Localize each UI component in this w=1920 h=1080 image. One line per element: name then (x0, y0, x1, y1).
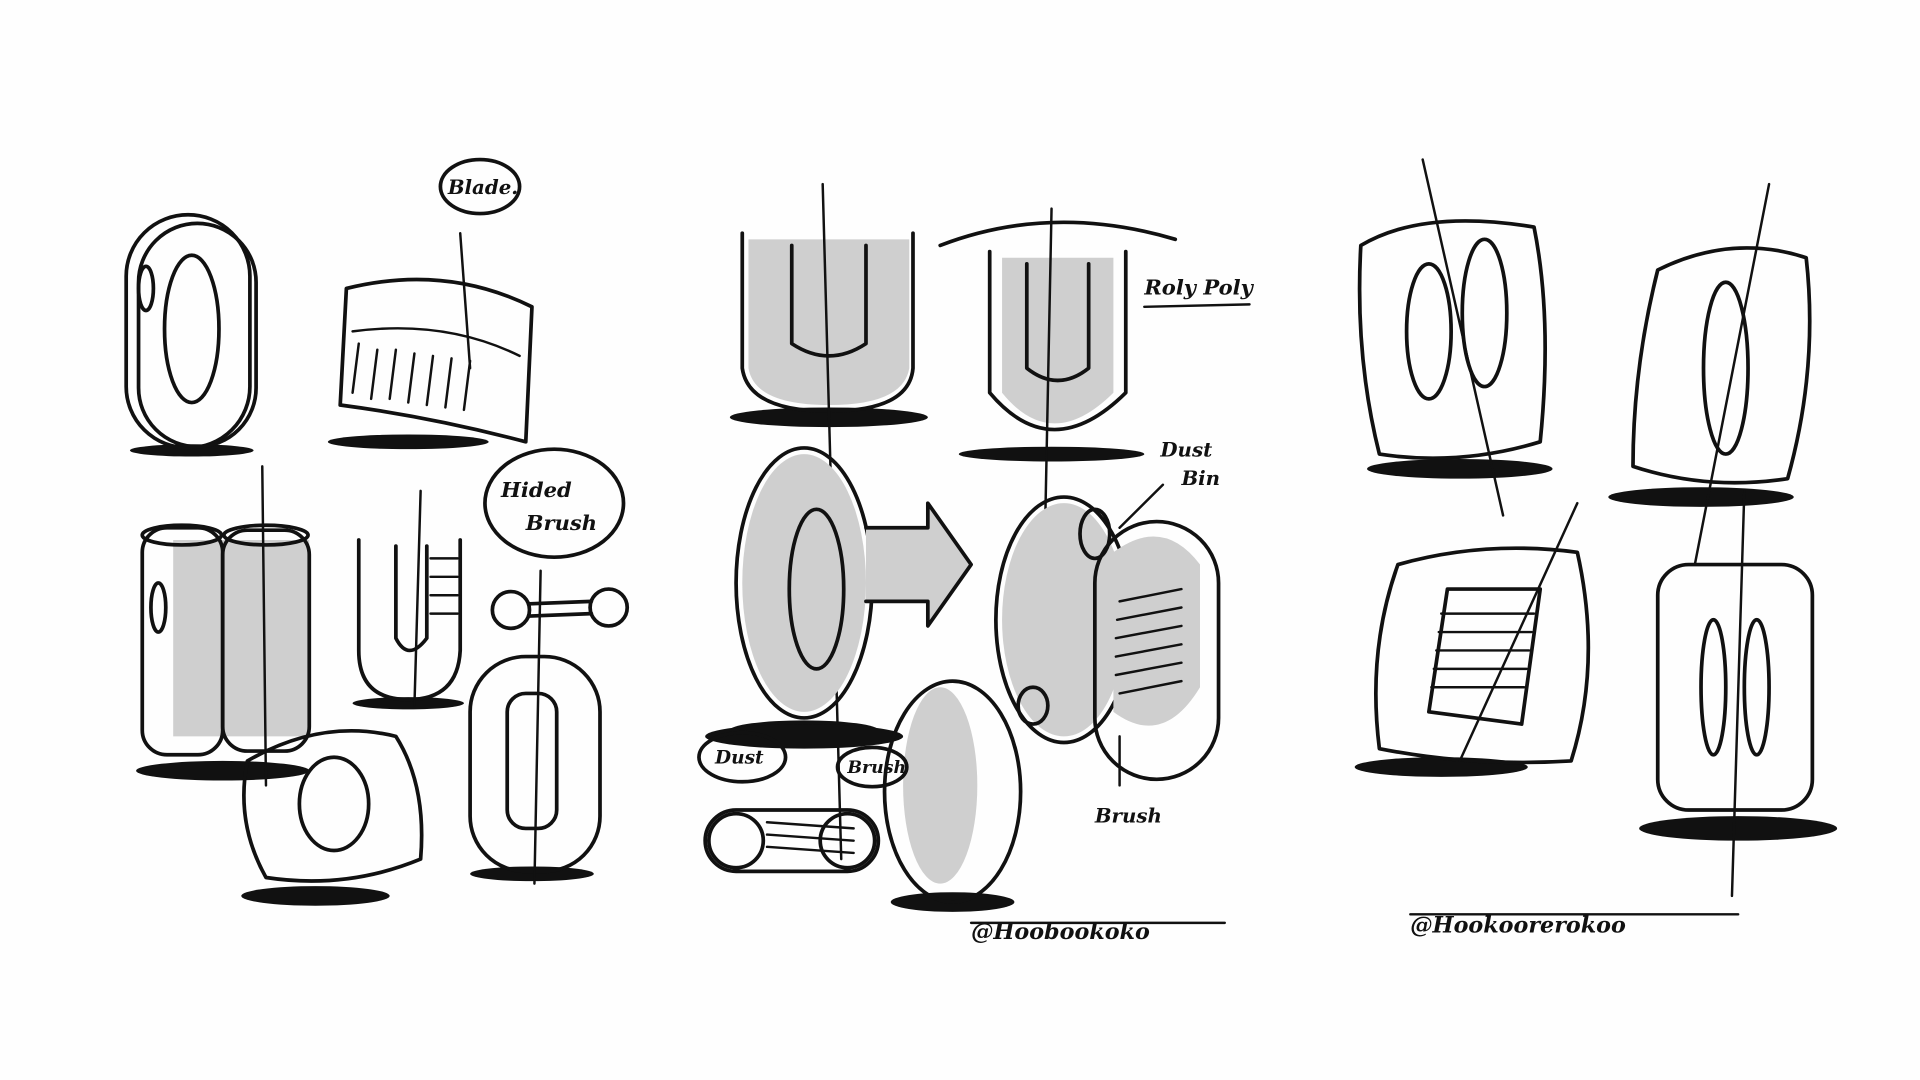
sketch-egg (882, 679, 1023, 912)
sketch-ring-arrow (729, 446, 973, 741)
sketch-ring-upright (124, 212, 258, 457)
annotation-blade: Blade. (447, 175, 518, 199)
sketch-cylinder-pair (703, 724, 904, 874)
signature-2: @Hookoorerokoo (1410, 913, 1626, 939)
annotation-brush-right: Brush (1094, 803, 1162, 827)
sketch-blade-box (327, 231, 534, 450)
annotation-roly-poly: Roly Poly (1143, 275, 1254, 300)
annotation-brush-left: Brush (846, 758, 906, 778)
sketch-box-2 (1608, 182, 1812, 566)
annotation-dust-left: Dust (714, 747, 764, 768)
annotation-dust: Dust (1159, 438, 1212, 462)
annotation-hided: Hided (500, 477, 572, 502)
sketch-tilted-cube (241, 729, 424, 906)
sketch-u-stand (352, 489, 464, 710)
sketch-box-4 (1639, 489, 1838, 898)
sketch-dust-bin-ring (994, 483, 1221, 787)
sketch-box-3 (1354, 501, 1591, 777)
sketch-twin-cylinders (136, 465, 312, 787)
annotation-brush-hided: Brush (525, 510, 597, 535)
annotation-bin: Bin (1180, 466, 1220, 490)
sketch-capsule-tall (468, 569, 602, 885)
sketch-dumbbell (490, 587, 630, 631)
sketch-u-grey (729, 182, 928, 861)
sketch-roly-poly (938, 207, 1178, 517)
sketch-box-1 (1357, 158, 1553, 517)
